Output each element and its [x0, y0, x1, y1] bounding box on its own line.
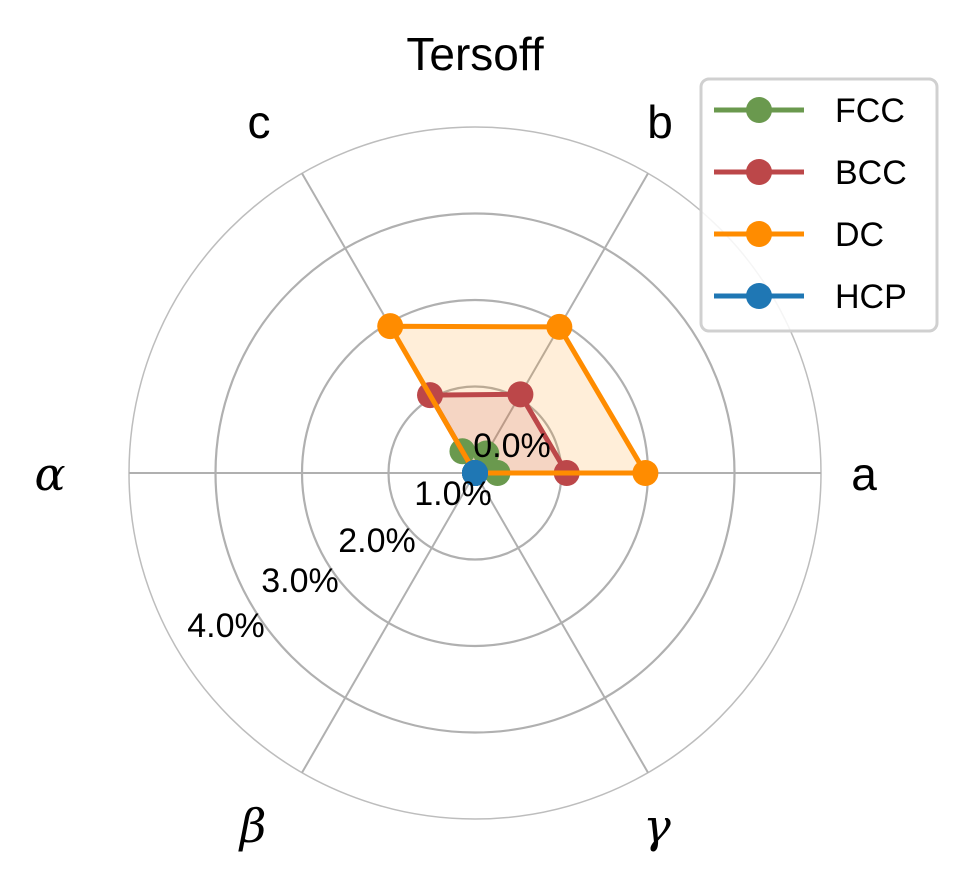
data-point-marker [473, 440, 500, 467]
legend: FCC BCC DC HCP [699, 77, 939, 333]
axis-labels: a b c α β γ [34, 96, 877, 853]
spoke-line [474, 472, 649, 774]
axis-label-1: a [851, 448, 877, 500]
radial-tick-label: 3.0% [261, 562, 339, 600]
axis-label-6: γ [643, 799, 671, 853]
chart-title: Tersoff [406, 28, 543, 80]
legend-marker-swatch [746, 283, 772, 309]
legend-item-fcc: FCC [714, 92, 905, 130]
radial-tick-labels: 0.0% 1.0% 2.0%3.0% 4.0% [187, 427, 551, 645]
axis-label-4: α [34, 447, 65, 501]
data-point-marker [546, 313, 573, 340]
legend-item-bcc: BCC [714, 154, 907, 192]
data-point-marker [507, 381, 534, 408]
legend-marker-swatch [746, 97, 772, 123]
legend-marker-swatch [746, 159, 772, 185]
axis-label-2: b [647, 96, 673, 148]
legend-item-dc: DC [714, 216, 884, 254]
axis-label-3: c [248, 96, 271, 148]
legend-frame [699, 77, 939, 333]
axis-label-5: β [238, 799, 267, 853]
legend-item-hcp: HCP [714, 278, 907, 316]
legend-marker-swatch [746, 221, 772, 247]
series-hcp [462, 460, 488, 486]
legend-label: BCC [835, 154, 907, 192]
radial-tick-label: 1.0% [414, 475, 492, 513]
data-point-marker [462, 460, 488, 486]
data-point-marker [632, 460, 659, 486]
radial-tick-label: 2.0% [338, 522, 416, 560]
spoke-line [301, 472, 476, 774]
radial-tick-label: 4.0% [187, 607, 265, 645]
legend-label: FCC [835, 92, 905, 130]
radial-tick-label: 0.0% [473, 427, 551, 465]
legend-label: DC [835, 216, 884, 254]
series-lines [377, 313, 659, 486]
legend-label: HCP [835, 278, 907, 316]
data-point-marker [377, 313, 404, 340]
